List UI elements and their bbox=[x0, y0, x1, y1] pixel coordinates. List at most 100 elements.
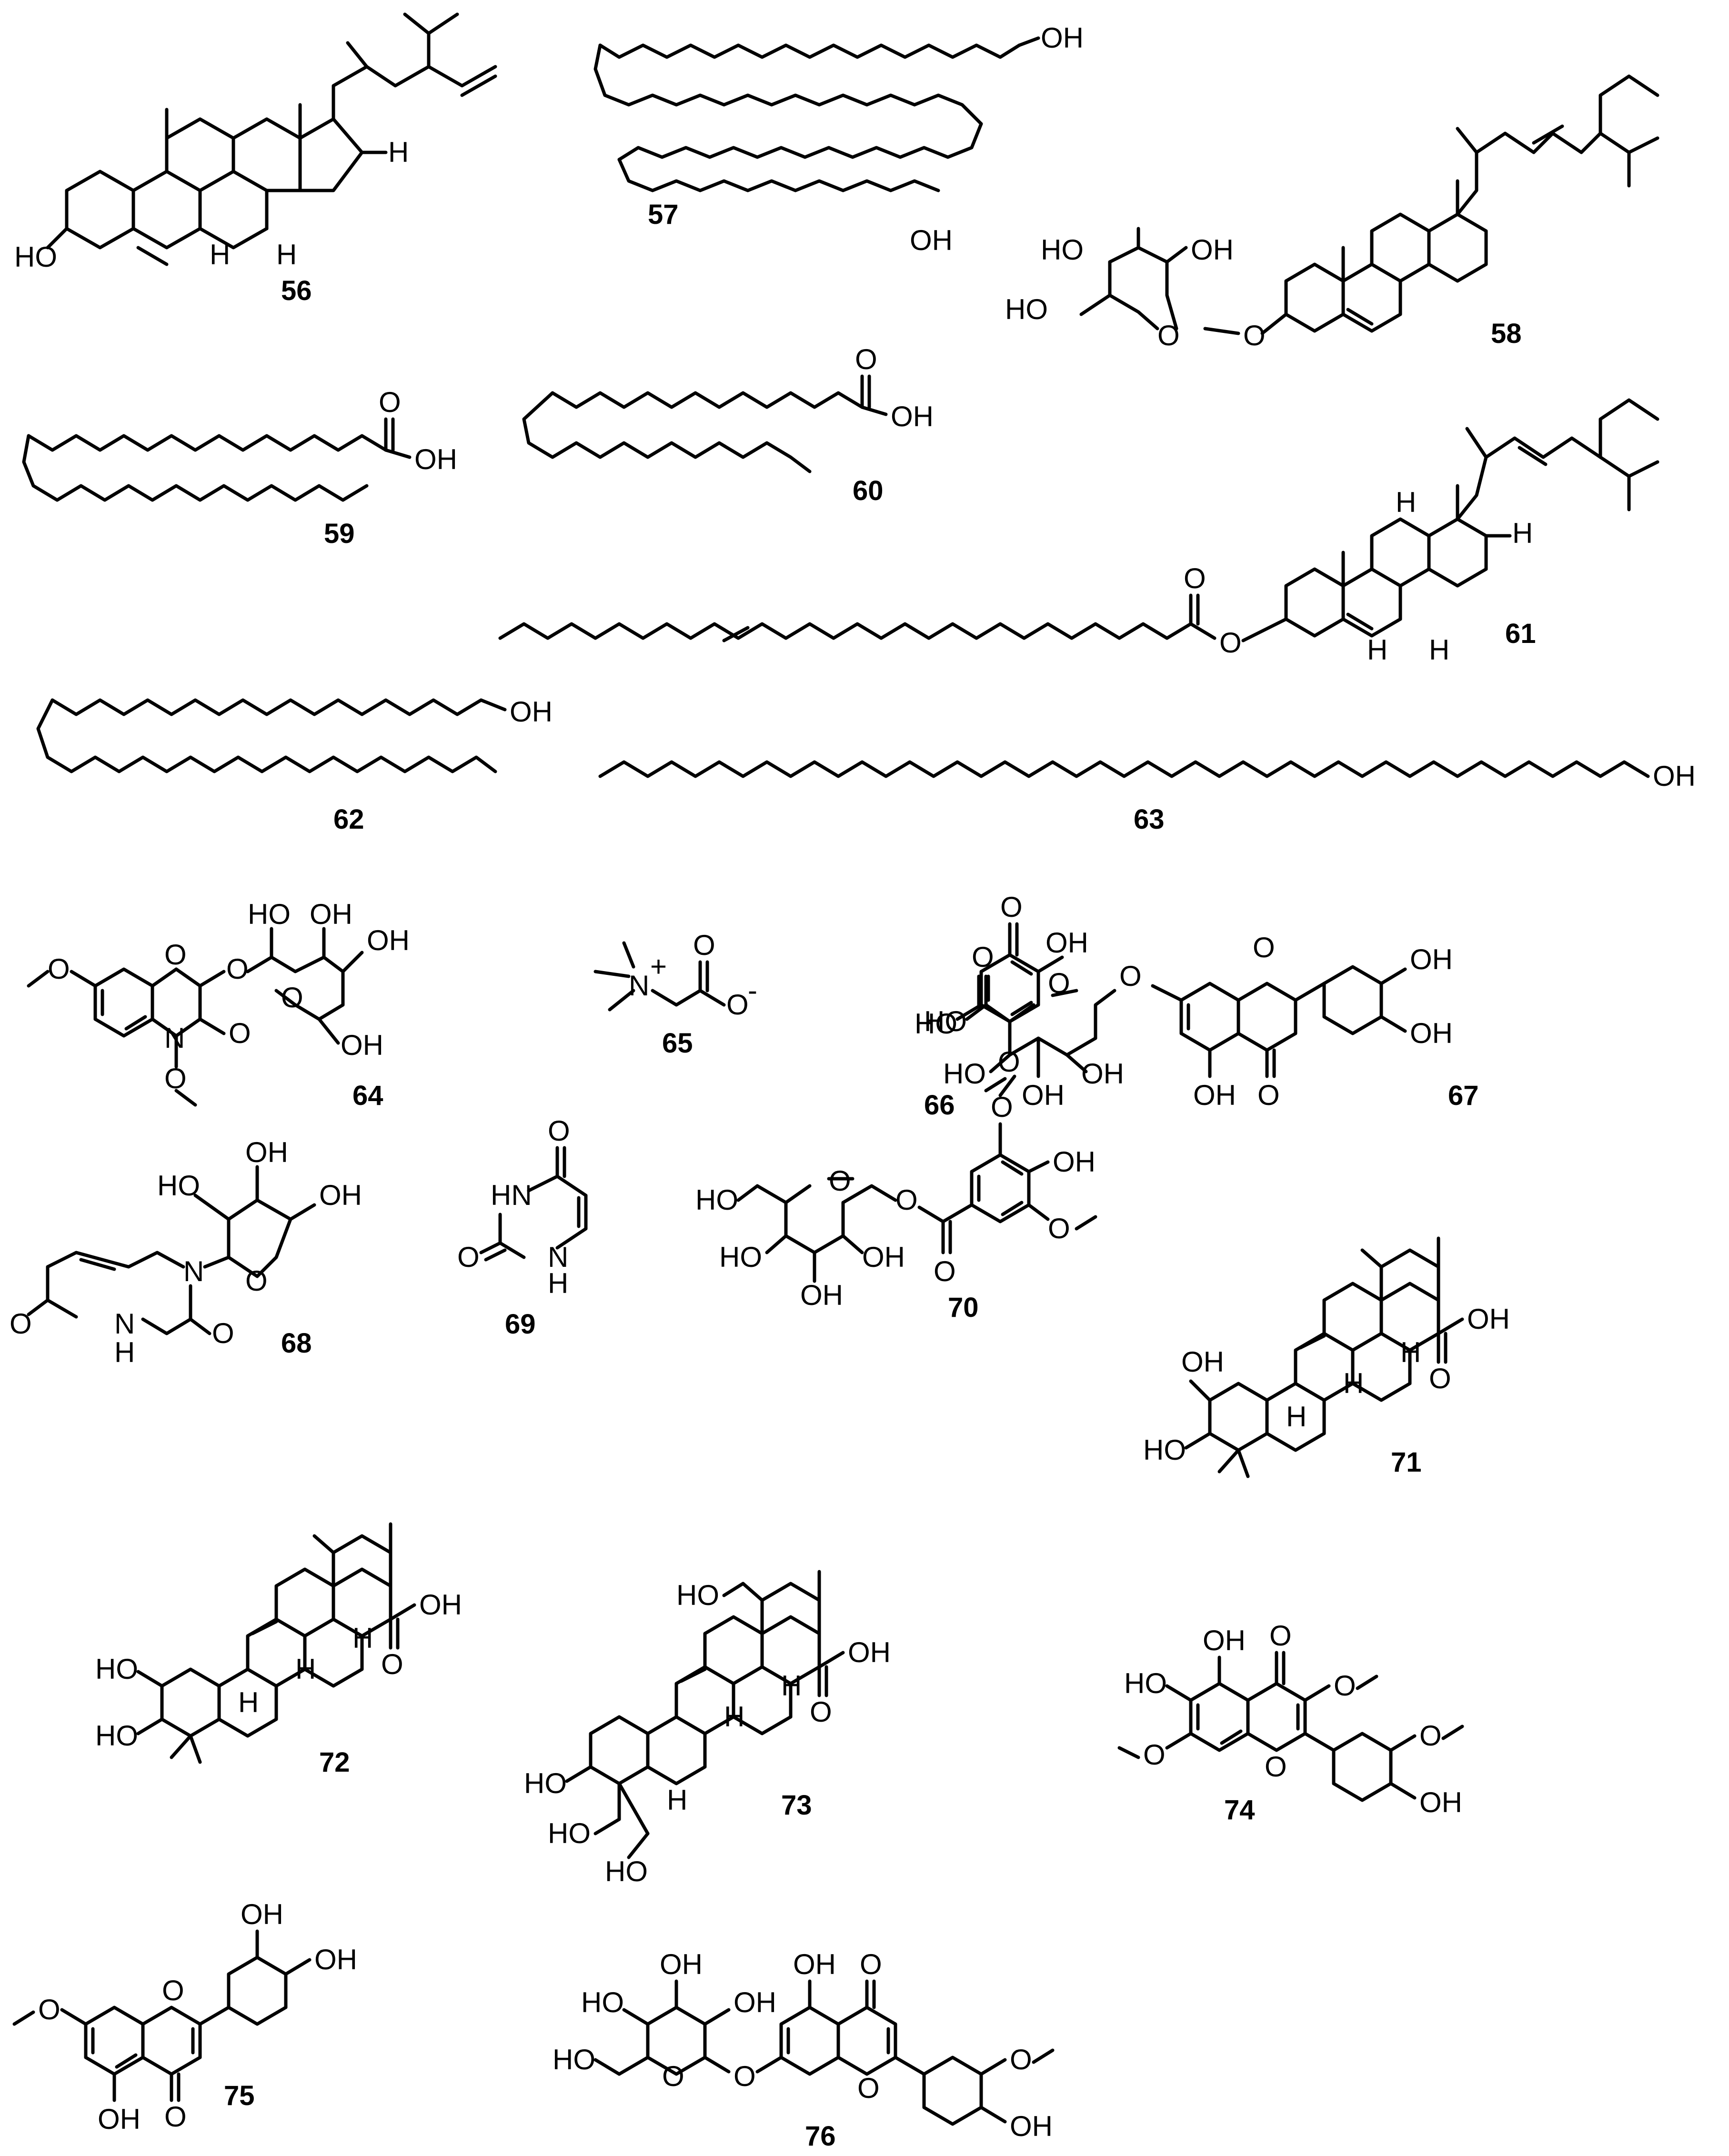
compound-71: OH O OH HO H H H 71 bbox=[1143, 1236, 1510, 1478]
compound-61: H H H H O O 61 bbox=[498, 398, 1659, 666]
atom-o: O bbox=[379, 386, 401, 418]
atom-o: O bbox=[1265, 1751, 1287, 1783]
compound-68: HO OH OH O N N H O O 68 bbox=[10, 1136, 362, 1368]
atom-o: O bbox=[895, 1184, 918, 1216]
atom-o: O bbox=[1048, 967, 1070, 999]
atom-ho: HO bbox=[915, 1008, 957, 1040]
compound-57: OH 57 bbox=[593, 22, 1084, 230]
compound-label-63: 63 bbox=[1134, 804, 1165, 835]
atom-o: O bbox=[457, 1241, 480, 1273]
atom-oh: OH bbox=[341, 1029, 383, 1061]
compound-label-67: 67 bbox=[1448, 1080, 1479, 1111]
atom-oh: OH bbox=[419, 1589, 462, 1621]
atom-oh: OH bbox=[1053, 1146, 1096, 1178]
atom-ho: HO bbox=[924, 1005, 967, 1037]
atom-o: O bbox=[734, 2060, 756, 2092]
atom-h: H bbox=[114, 1336, 135, 1368]
atom-oh: OH bbox=[910, 224, 953, 256]
compound-label-65: 65 bbox=[662, 1028, 693, 1059]
compound-label-58: 58 bbox=[1491, 318, 1522, 349]
atom-ho: HO bbox=[719, 1241, 762, 1273]
atom-o: O bbox=[10, 1308, 32, 1340]
compound-label-72: 72 bbox=[319, 1747, 350, 1778]
atom-charge: + bbox=[650, 951, 667, 983]
compound-76: O OH O O OH O O HO HO OH OH 76 bbox=[553, 1948, 1055, 2152]
compound-label-57: 57 bbox=[648, 199, 679, 230]
compound-label-62: 62 bbox=[333, 804, 364, 835]
atom-ho: HO bbox=[524, 1767, 567, 1799]
atom-ho: HO bbox=[1143, 1434, 1186, 1466]
atom-h: H bbox=[295, 1653, 316, 1685]
atom-h: H bbox=[238, 1686, 259, 1718]
atom-o: O bbox=[934, 1255, 956, 1287]
atom-oh: OH bbox=[98, 2103, 141, 2135]
compound-label-70: 70 bbox=[948, 1292, 979, 1323]
atom-oh: OH bbox=[1203, 1625, 1246, 1656]
atom-oh: OH bbox=[1191, 234, 1234, 266]
atom-charge: - bbox=[748, 974, 757, 1006]
atom-o: O bbox=[1048, 1213, 1070, 1244]
atom-oh: OH bbox=[891, 401, 934, 432]
atom-o: O bbox=[1243, 320, 1266, 351]
compound-label-61: 61 bbox=[1505, 618, 1536, 649]
atom-o: O bbox=[810, 1696, 832, 1728]
compound-label-76: 76 bbox=[805, 2121, 836, 2152]
atom-oh: OH bbox=[1045, 927, 1088, 959]
atom-h: H bbox=[724, 1701, 744, 1733]
atom-o: O bbox=[548, 1115, 570, 1147]
atom-o: O bbox=[991, 1091, 1013, 1123]
atom-o: O bbox=[1143, 1739, 1166, 1771]
atom-oh: OH bbox=[1010, 2110, 1053, 2142]
compound-label-64: 64 bbox=[352, 1080, 383, 1111]
atom-ho: HO bbox=[157, 1170, 200, 1202]
atom-h: H bbox=[1286, 1401, 1307, 1433]
atom-oh: OH bbox=[1181, 1346, 1224, 1378]
compound-69: O HN O N H 69 bbox=[457, 1115, 588, 1340]
atom-o: O bbox=[972, 941, 994, 973]
atom-o: O bbox=[829, 1165, 851, 1197]
atom-ho: HO bbox=[676, 1579, 719, 1611]
atom-h: H bbox=[1400, 1336, 1421, 1368]
atom-o: O bbox=[164, 2101, 187, 2133]
compound-label-75: 75 bbox=[224, 2080, 255, 2111]
atom-n: N bbox=[629, 970, 649, 1002]
atom-oh: OH bbox=[848, 1636, 891, 1668]
atom-oh: OH bbox=[862, 1241, 905, 1273]
compound-66: O OH HO O 66 bbox=[915, 891, 1088, 1121]
atom-o: O bbox=[1010, 2044, 1032, 2076]
atom-h: H bbox=[781, 1670, 802, 1702]
atom-ho: HO bbox=[581, 1986, 624, 2018]
atom-n: N bbox=[548, 1241, 568, 1273]
atom-oh: OH bbox=[1410, 1017, 1453, 1049]
atom-oh: OH bbox=[734, 1986, 776, 2018]
compound-label-60: 60 bbox=[853, 475, 884, 506]
atom-oh: OH bbox=[1419, 1786, 1462, 1818]
compound-59: O OH 59 bbox=[22, 386, 457, 549]
atom-oh: OH bbox=[245, 1136, 288, 1168]
atom-h: H bbox=[352, 1622, 373, 1654]
compound-60: O OH 60 bbox=[522, 343, 934, 506]
atom-o: O bbox=[857, 2072, 880, 2104]
compound-label-74: 74 bbox=[1224, 1795, 1255, 1825]
compound-63: OH 63 bbox=[598, 760, 1696, 835]
atom-ho: HO bbox=[14, 241, 57, 273]
atom-ho: HO bbox=[553, 2044, 595, 2076]
compound-72: OH O HO HO H H H 72 bbox=[95, 1522, 462, 1778]
atom-n: N bbox=[114, 1308, 135, 1340]
atom-o: O bbox=[1429, 1363, 1451, 1394]
atom-o: O bbox=[162, 1975, 184, 2006]
atom-oh: OH bbox=[314, 1944, 357, 1975]
atom-o: O bbox=[164, 939, 187, 971]
compound-label-71: 71 bbox=[1391, 1447, 1422, 1478]
atom-o: O bbox=[281, 982, 303, 1013]
atom-oh: OH bbox=[1022, 1079, 1065, 1111]
atom-ho: HO bbox=[548, 1817, 591, 1849]
atom-o: O bbox=[1000, 891, 1023, 923]
atom-o: O bbox=[1119, 960, 1142, 992]
atom-h: H bbox=[210, 239, 230, 271]
compound-label-59: 59 bbox=[324, 518, 355, 549]
atom-o: O bbox=[1269, 1620, 1292, 1652]
atom-oh: OH bbox=[1193, 1079, 1236, 1111]
atom-oh: OH bbox=[241, 1898, 283, 1930]
